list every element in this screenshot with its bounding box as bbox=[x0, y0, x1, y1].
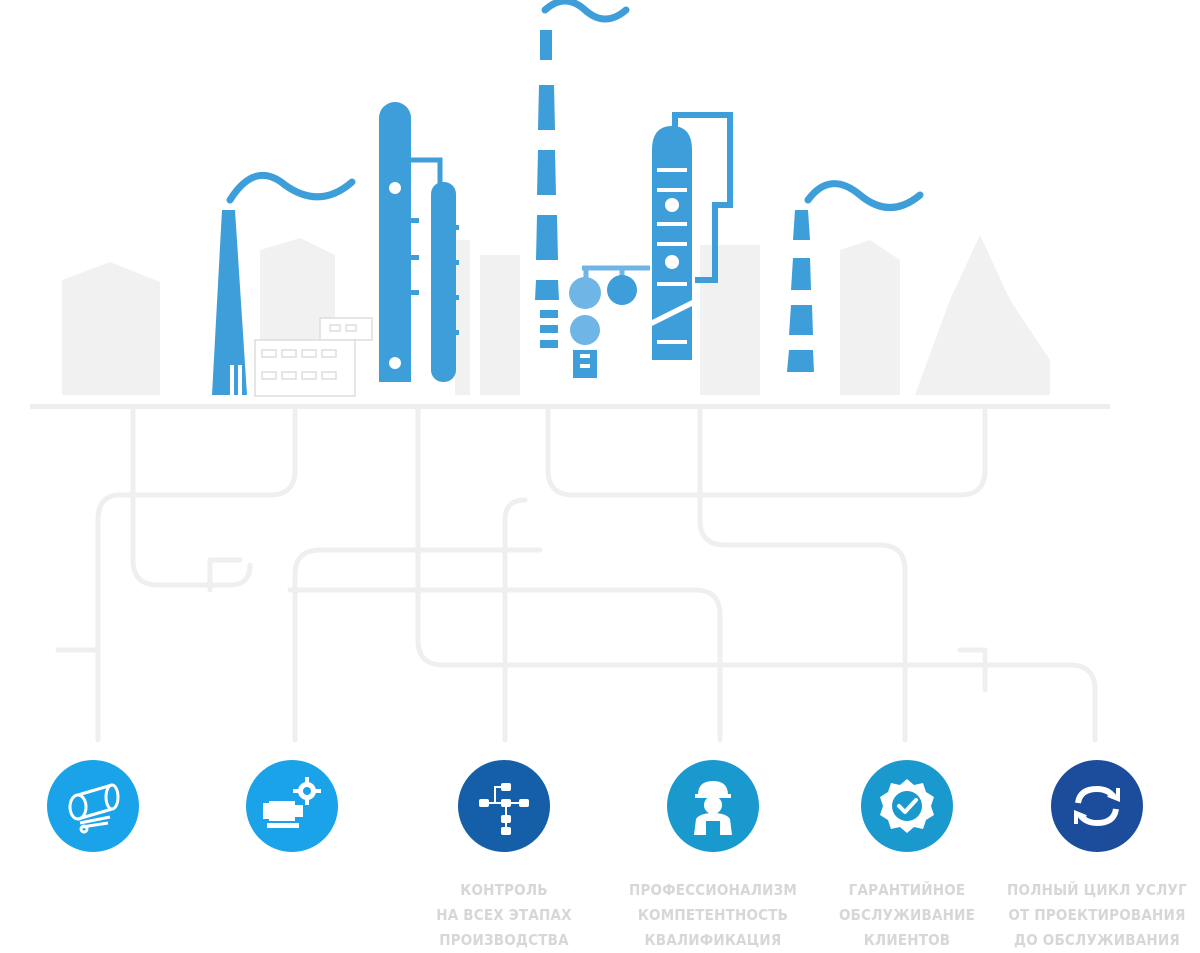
feature-item: ПРОФЕССИОНАЛИЗМ КОМПЕТЕНТНОСТЬ КВАЛИФИКА… bbox=[618, 760, 808, 953]
worker-icon bbox=[694, 781, 732, 835]
feature-item bbox=[0, 760, 188, 878]
feature-circle bbox=[246, 760, 338, 852]
feature-caption: ПРОФЕССИОНАЛИЗМ КОМПЕТЕНТНОСТЬ КВАЛИФИКА… bbox=[628, 881, 798, 949]
badge-check-icon bbox=[880, 779, 934, 833]
feature-caption: ГАРАНТИЙНОЕ ОБСЛУЖИВАНИЕ КЛИЕНТОВ bbox=[838, 881, 976, 949]
feature-circle bbox=[47, 760, 139, 852]
feature-item: ПОЛНЫЙ ЦИКЛ УСЛУГ ОТ ПРОЕКТИРОВАНИЯ ДО О… bbox=[1002, 760, 1192, 953]
feature-caption: ПОЛНЫЙ ЦИКЛ УСЛУГ ОТ ПРОЕКТИРОВАНИЯ ДО О… bbox=[1007, 881, 1187, 949]
cycle-arrows-icon bbox=[1074, 785, 1120, 827]
reactor-column bbox=[652, 112, 733, 360]
sphere-tanks bbox=[569, 265, 650, 378]
feature-item: ГАРАНТИЙНОЕ ОБСЛУЖИВАНИЕ КЛИЕНТОВ bbox=[812, 760, 1002, 953]
ground-line bbox=[30, 404, 1110, 409]
distillation-column bbox=[379, 102, 459, 382]
feature-caption: КОНТРОЛЬ НА ВСЕХ ЭТАПАХ ПРОИЗВОДСТВА bbox=[436, 881, 572, 949]
pipe-network bbox=[55, 407, 1098, 743]
feature-circle bbox=[667, 760, 759, 852]
left-chimney bbox=[212, 172, 356, 395]
center-chimney bbox=[535, 0, 630, 348]
feature-item: КОНТРОЛЬ НА ВСЕХ ЭТАПАХ ПРОИЗВОДСТВА bbox=[409, 760, 599, 953]
right-chimney bbox=[787, 180, 924, 372]
motor-gear-icon bbox=[263, 777, 321, 828]
flowchart-icon bbox=[479, 783, 529, 835]
feature-circle bbox=[1051, 760, 1143, 852]
pipes-icon bbox=[68, 783, 120, 834]
office-building bbox=[254, 317, 373, 397]
feature-item bbox=[197, 760, 387, 878]
feature-circle bbox=[861, 760, 953, 852]
feature-circle bbox=[458, 760, 550, 852]
